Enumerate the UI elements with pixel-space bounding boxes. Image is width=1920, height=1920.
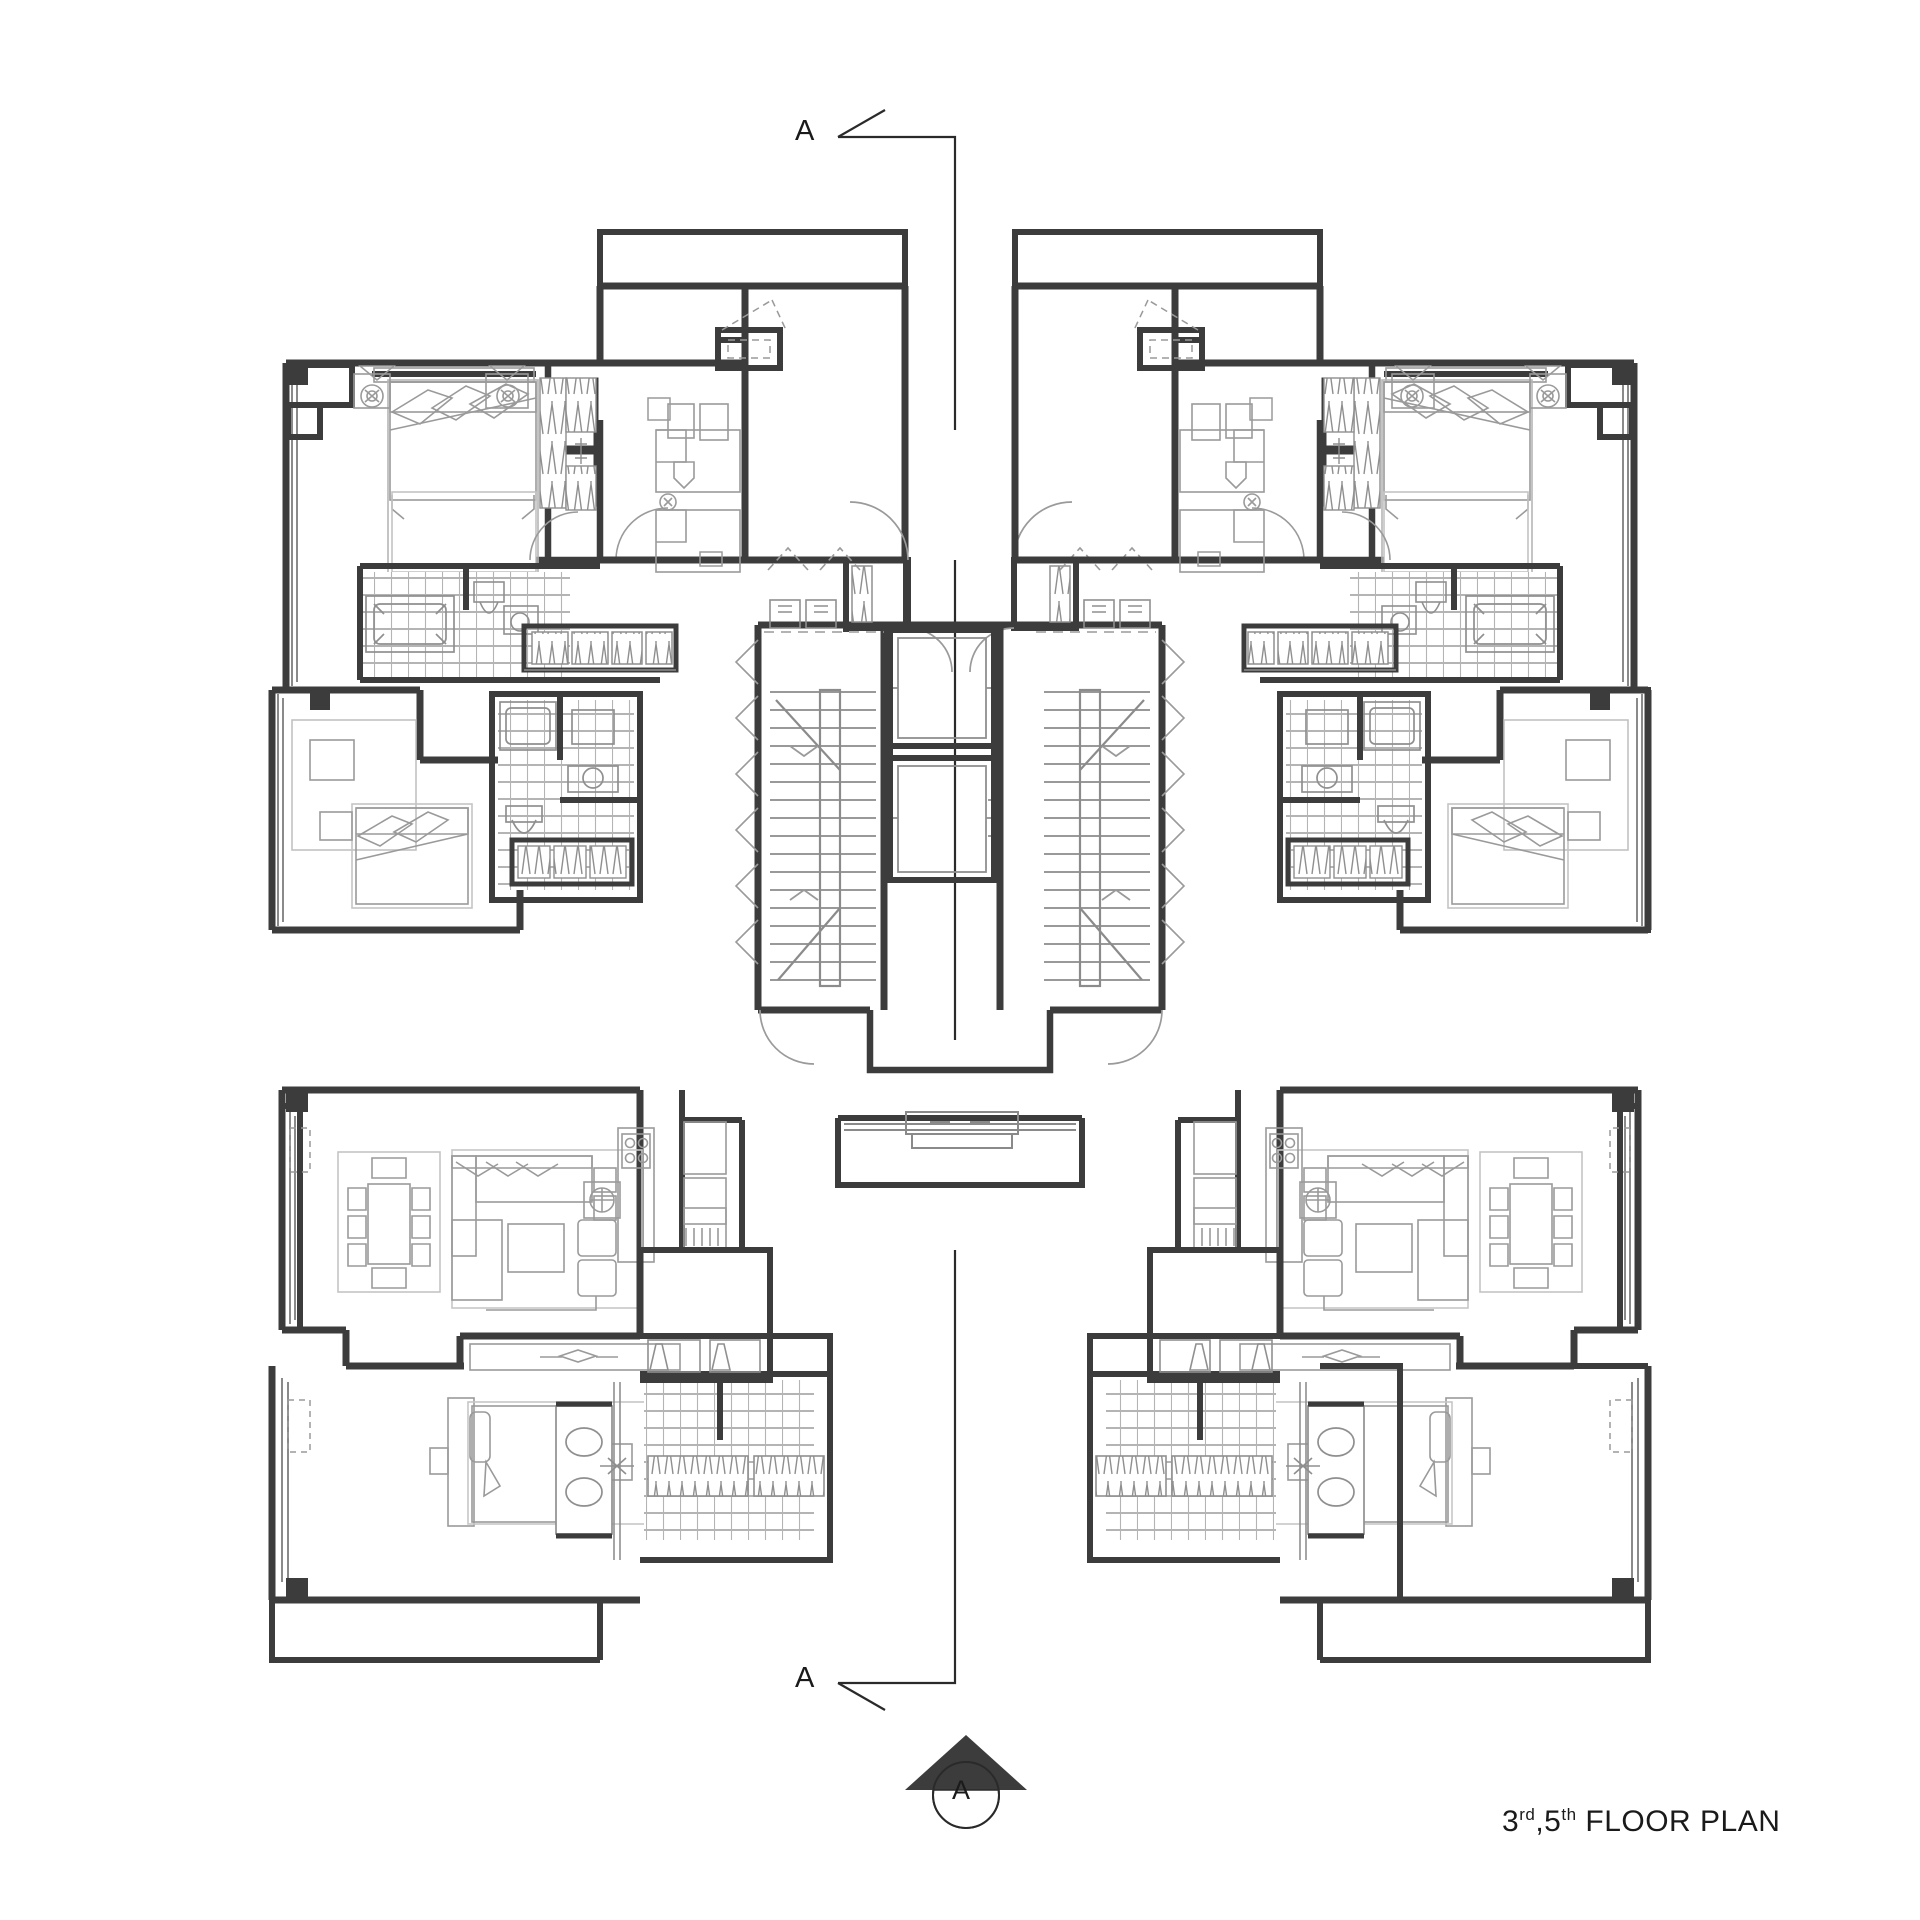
terrace-right-ext [1320, 927, 1648, 1600]
upper-projection-left [597, 229, 908, 286]
island-lower-left [593, 1127, 655, 1263]
twin-beds-upper-left [655, 403, 741, 573]
building-half-left [268, 282, 909, 1604]
title-sup1: rd [1519, 1805, 1536, 1824]
lower-projection-right [1147, 1247, 1280, 1383]
title-num2: ,5 [1535, 1805, 1562, 1838]
master-bath-lower-left [640, 1333, 833, 1563]
central-core [734, 501, 1186, 1074]
mirror-rail-left [600, 1382, 634, 1560]
bed-mid-left [319, 803, 473, 909]
bed-upper-left [387, 379, 539, 576]
title-text: FLOOR PLAN [1576, 1805, 1781, 1838]
bed-lower-left [429, 1397, 679, 1527]
section-marker-letter: A [952, 1775, 971, 1805]
section-label-bottom: A [795, 1662, 815, 1694]
living-lower-left [451, 1149, 643, 1311]
twin-basin-counter-right [1308, 1401, 1364, 1539]
title-sup2: th [1561, 1805, 1577, 1824]
title-num1: 3 [1502, 1805, 1520, 1838]
twin-basins-left [555, 1405, 613, 1535]
balcony-center-lower [835, 1115, 1085, 1188]
section-line-a [837, 109, 957, 1711]
kitchen-lower-left [679, 1090, 745, 1253]
stair-right [1044, 688, 1150, 988]
upper-projection-right [1012, 229, 1323, 286]
nightstand-lamp-right [485, 373, 529, 409]
nightstand-lamp-left [353, 373, 391, 409]
twin-basin-counter-left [556, 1401, 612, 1539]
mirror-rail-right [1286, 1382, 1320, 1560]
columns [286, 363, 1634, 1600]
section-label-top: A [795, 115, 815, 147]
stair-left [770, 688, 876, 988]
twin-basins-right [1307, 1405, 1365, 1535]
section-marker-a [905, 1735, 1027, 1829]
lower-projection-left [640, 1247, 773, 1383]
dining-lower-left [337, 1151, 441, 1293]
page-title: 3rd,5th FLOOR PLAN [1502, 1805, 1780, 1839]
elevator-lower [887, 755, 997, 883]
